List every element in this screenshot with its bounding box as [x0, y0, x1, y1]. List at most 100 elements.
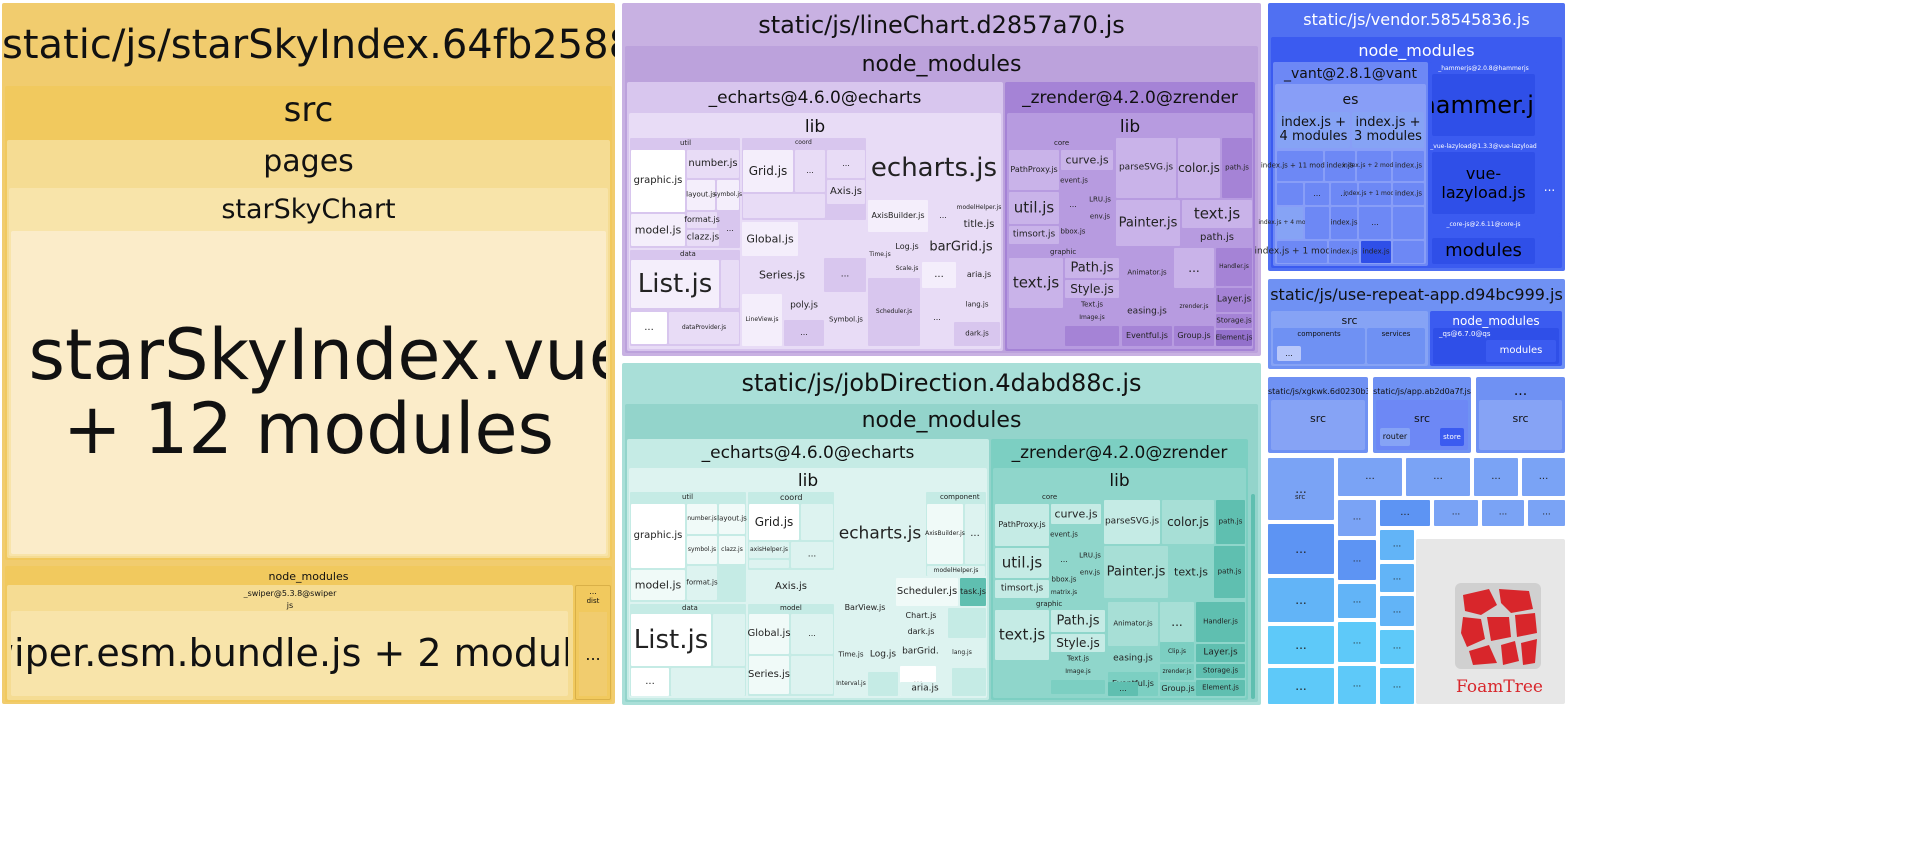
module-box[interactable]: color.js [1162, 500, 1214, 544]
module-box[interactable]: ... [1522, 458, 1565, 496]
module-box[interactable]: aria.js [900, 682, 950, 696]
module-box[interactable]: text.js [1170, 546, 1212, 598]
module-box[interactable]: dark.js [954, 322, 1000, 346]
group-services[interactable]: services [1367, 328, 1425, 364]
module-box[interactable]: parseSVG.js [1104, 500, 1160, 544]
module-box[interactable]: ... [1338, 584, 1376, 618]
module-box[interactable] [719, 566, 745, 600]
module-box[interactable]: Image.js [1051, 666, 1105, 678]
module-box[interactable]: index.js [1325, 151, 1355, 181]
module-box[interactable]: AxisBuilder.js [925, 504, 965, 564]
module-box[interactable]: ... [1331, 183, 1357, 205]
module-box[interactable]: clazz.js [687, 230, 719, 246]
module-box[interactable]: symbol.js [687, 536, 717, 564]
module-box[interactable]: ... [1380, 630, 1414, 664]
module-box[interactable]: ... [1338, 500, 1376, 536]
module-box[interactable] [1305, 207, 1329, 239]
module-box[interactable]: LineView.js [742, 294, 782, 346]
module-box[interactable]: ... [922, 262, 956, 288]
module-box[interactable] [743, 194, 825, 218]
module-box[interactable]: path.js [1214, 546, 1245, 598]
module-box[interactable]: AxisBuilder.js [868, 200, 928, 232]
module-box[interactable]: ... [1338, 666, 1376, 704]
module-box[interactable]: Element.js [1216, 330, 1252, 346]
module-box[interactable]: Layer.js [1216, 288, 1252, 312]
module-box[interactable]: Series.js [742, 258, 822, 292]
module-box[interactable]: timsort.js [1009, 226, 1059, 244]
repeat-module[interactable]: ... [1277, 346, 1301, 361]
module-box[interactable]: layout.js [686, 180, 716, 210]
module-box[interactable]: ... [1268, 458, 1334, 520]
module-box[interactable] [868, 672, 898, 696]
module-index-4[interactable]: index.js + 4 modules [1277, 112, 1350, 148]
module-box[interactable]: graphic.js [631, 150, 685, 212]
module-box[interactable]: Path.js [1065, 258, 1119, 278]
module-box[interactable]: index.js [1329, 241, 1359, 263]
module-box[interactable]: Layer.js [1196, 644, 1245, 662]
module-box[interactable]: echarts.js [868, 138, 1000, 198]
module-box[interactable]: ... [1359, 207, 1391, 239]
module-box[interactable]: Log.js [894, 234, 920, 260]
module-box[interactable]: layout.js [717, 504, 747, 534]
module-box[interactable]: index.js + 11 modules [1261, 151, 1339, 181]
module-box[interactable]: timsort.js [995, 580, 1049, 598]
module-box[interactable]: Scheduler.js [868, 278, 920, 346]
module-box[interactable] [749, 560, 789, 568]
module-box[interactable]: ... [922, 290, 952, 346]
module-box[interactable]: ... [1268, 524, 1334, 574]
module-box[interactable]: echarts.js [836, 492, 924, 576]
module-box[interactable] [1393, 241, 1424, 263]
module-box[interactable]: Axis.js [827, 180, 865, 204]
module-box[interactable] [1009, 310, 1063, 346]
module-box[interactable] [948, 608, 986, 638]
module-box[interactable]: ... [965, 504, 985, 564]
module-box[interactable]: Interval.js [836, 672, 866, 696]
module-box[interactable]: barGrid.js [922, 234, 1000, 260]
module-box[interactable]: index.js + 1 modules [1255, 241, 1349, 263]
module-swiper-bundle[interactable]: swiper.esm.bundle.js + 2 modules [11, 611, 568, 696]
module-box[interactable]: Element.js [1196, 680, 1245, 696]
module-box[interactable]: ... [795, 150, 825, 192]
group-src[interactable]: src [1479, 400, 1562, 450]
module-box[interactable] [1065, 326, 1119, 346]
module-box[interactable]: ... [1160, 602, 1194, 642]
module-box[interactable]: Text.js [1065, 300, 1119, 310]
module-box[interactable]: ... [1482, 500, 1524, 526]
module-box[interactable]: Image.js [1065, 312, 1119, 324]
module-box[interactable]: format.js [684, 212, 720, 228]
module-box[interactable]: Painter.js [1104, 546, 1168, 598]
module-box[interactable]: Style.js [1065, 280, 1119, 298]
module-box[interactable]: ... [1380, 596, 1414, 626]
module-box[interactable]: ... [1380, 668, 1414, 704]
module-starskyindex-vue[interactable]: starSkyIndex.vue + 12 modules [11, 231, 606, 554]
module-box[interactable]: env.js [1079, 566, 1101, 580]
module-box[interactable]: ... [1061, 192, 1085, 218]
module-box[interactable]: dataProvider.js [669, 312, 739, 344]
module-box[interactable]: matrix.js [1051, 588, 1077, 598]
module-box[interactable]: ... [1268, 578, 1334, 622]
module-box[interactable]: text.js [1182, 200, 1252, 228]
module-box[interactable]: bbox.js [1051, 574, 1077, 586]
group-src[interactable]: src [1271, 400, 1365, 450]
module-box[interactable]: Eventful.js [1122, 326, 1172, 346]
module-box[interactable]: ... [721, 212, 739, 246]
module-box[interactable]: text.js [995, 610, 1049, 660]
module-box[interactable]: lang.js [938, 640, 986, 666]
module-box[interactable]: ... [1338, 458, 1402, 496]
module-box[interactable]: bbox.js [1061, 220, 1085, 244]
module-box[interactable] [800, 222, 866, 256]
module-box[interactable]: symbol.js [714, 180, 742, 210]
module-box[interactable]: Clip.js [1160, 642, 1194, 662]
module-box[interactable]: ... [1380, 530, 1414, 560]
module-box[interactable] [1277, 183, 1303, 205]
module-box[interactable]: ... [631, 668, 669, 696]
module-box[interactable]: ... [824, 258, 866, 292]
module-box[interactable]: event.js [1060, 172, 1088, 190]
module-index-3[interactable]: index.js + 3 modules [1352, 112, 1424, 148]
module-box[interactable]: ... [1051, 548, 1077, 572]
module-box[interactable]: ... [1305, 183, 1329, 205]
module-box[interactable] [713, 614, 745, 666]
module-box[interactable]: BarView.js [836, 578, 894, 638]
module-box[interactable]: Series.js [748, 656, 790, 694]
module-box[interactable]: Text.js [1051, 654, 1105, 664]
